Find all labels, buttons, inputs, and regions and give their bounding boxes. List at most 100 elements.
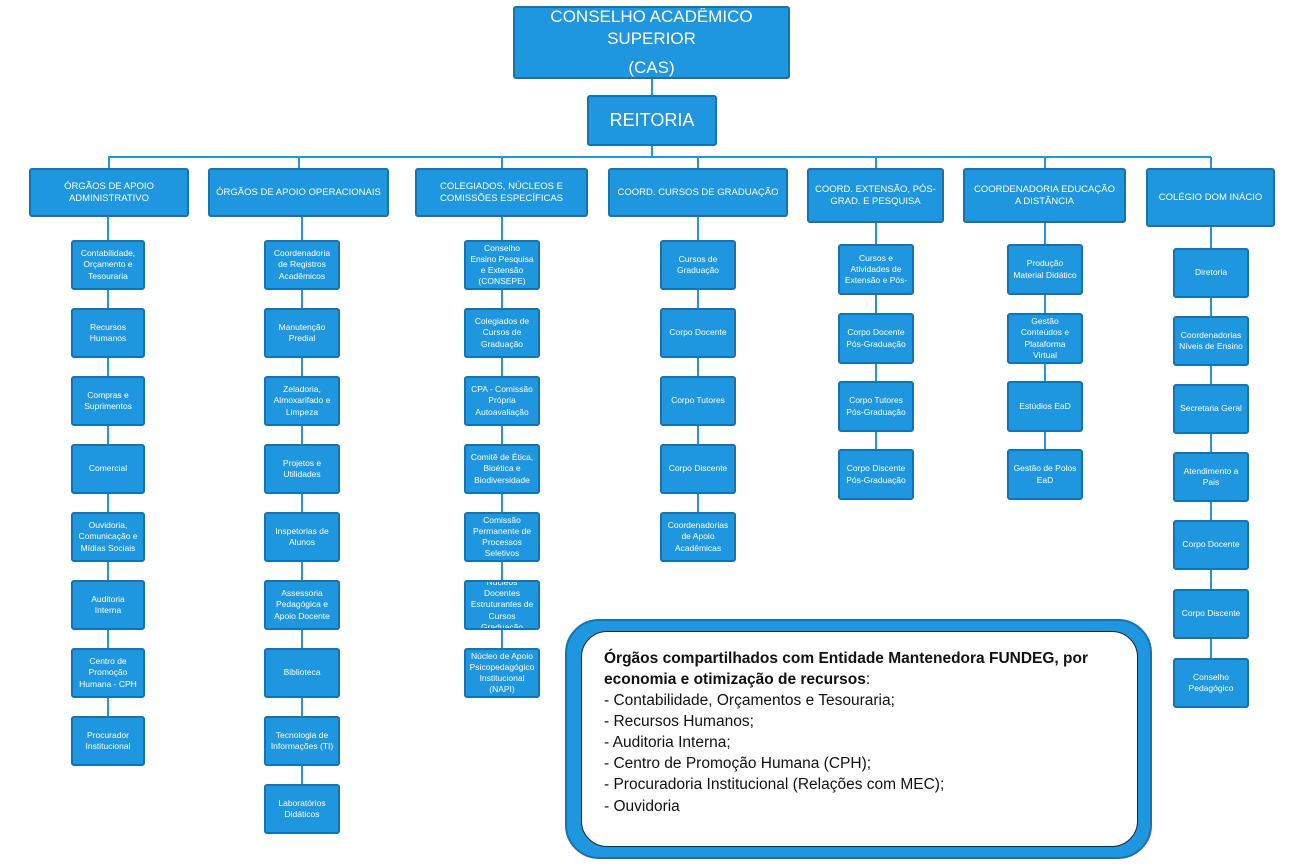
unit-label: Coordenadorias Níveis de Ensino [1179, 329, 1243, 351]
unit-box: Auditoria Interna [71, 580, 145, 630]
department-header: COORD. CURSOS DE GRADUAÇÃO [608, 168, 788, 217]
unit-box: Procurador Institucional [71, 716, 145, 766]
note-item: - Ouvidoria [604, 797, 680, 815]
council-line-3: (CAS) [628, 57, 675, 77]
unit-label: Cursos de Graduação [676, 253, 720, 275]
unit-label: Coordenadoria de Registros Acadêmicos [273, 248, 331, 281]
unit-label: Centro de Promoção Humana - CPH [79, 656, 137, 689]
unit-label: Corpo Docente [1182, 539, 1240, 550]
unit-box: Manutenção Predial [264, 308, 340, 358]
unit-label: Gestão de Polos EaD [1013, 463, 1077, 485]
unit-label: Corpo Discente Pós-Graduação [846, 463, 906, 485]
department-title: COORD. CURSOS DE GRADUAÇÃO [617, 186, 779, 198]
unit-box: Produção Material Didático [1007, 244, 1083, 295]
unit-label: Núcleo de Apoio Psicopedagógico Instituc… [469, 650, 535, 695]
unit-box: Projetos e Utilidades [264, 444, 340, 494]
shared-organs-note-body: Órgãos compartilhados com Entidade Mante… [581, 631, 1138, 847]
unit-box: Colegiados de Cursos de Graduação [464, 308, 540, 358]
unit-box: Biblioteca [264, 648, 340, 698]
unit-label: Manutenção Predial [278, 321, 326, 343]
department-title: COLÉGIO DOM INÁCIO [1158, 191, 1263, 203]
unit-label: Tecnologia de Informações (TI) [270, 729, 334, 751]
unit-box: Coordenadorias Níveis de Ensino [1173, 316, 1249, 366]
unit-box: Atendimento a Pais [1173, 452, 1249, 502]
unit-box: Conselho Pedagógico [1173, 658, 1249, 708]
unit-box: Compras e Suprimentos [71, 376, 145, 426]
unit-label: Gestão Conteúdos e Plataforma Virtual [1020, 316, 1070, 360]
unit-box: Corpo Discente [1173, 589, 1249, 639]
unit-box: Laboratórios Didáticos [264, 784, 340, 834]
unit-box: Corpo Tutores Pós-Graduação [838, 381, 914, 432]
unit-box: Contabilidade, Orçamento e Tesouraria [71, 240, 145, 290]
department-header: ÓRGÃOS DE APOIO OPERACIONAIS [208, 168, 389, 217]
unit-label: Comercial [88, 463, 128, 474]
unit-box: Gestão Conteúdos e Plataforma Virtual [1007, 313, 1083, 364]
unit-label: Auditoria Interna [91, 593, 125, 615]
unit-box: Comercial [71, 444, 145, 494]
department-title: ÓRGÃOS DE APOIO OPERACIONAIS [216, 186, 381, 198]
unit-box: Cursos de Graduação [660, 240, 736, 290]
council-line-1: CONSELHO ACADÊMICO [550, 7, 753, 27]
unit-label: Biblioteca [283, 667, 321, 678]
unit-label: Corpo Discente [668, 463, 728, 474]
note-item: - Procuradoria Institucional (Relações c… [604, 776, 945, 794]
department-header: ÓRGÃOS DE APOIO ADMINISTRATIVO [29, 168, 189, 217]
unit-box: Secretaria Geral [1173, 384, 1249, 434]
unit-label: Compras e Suprimentos [84, 389, 132, 411]
unit-box: Corpo Docente Pós-Graduação [838, 313, 914, 364]
unit-label: Corpo Tutores [671, 395, 725, 406]
shared-organs-note: Órgãos compartilhados com Entidade Mante… [565, 619, 1152, 859]
unit-box: Recursos Humanos [71, 308, 145, 358]
unit-box: Tecnologia de Informações (TI) [264, 716, 340, 766]
note-item: - Recursos Humanos; [604, 713, 754, 731]
unit-label: Zeladoria, Almoxarifado e Limpeza [273, 384, 331, 417]
unit-label: Atendimento a Pais [1183, 465, 1239, 487]
unit-box: Núcleos Docentes Estruturantes de Cursos… [464, 580, 540, 630]
unit-box: Ouvidoria, Comunicação e Mídias Sociais [71, 512, 145, 562]
unit-label: Corpo Discente [1181, 608, 1241, 619]
rectory-box: REITORIA [587, 95, 717, 146]
unit-label: Procurador Institucional [85, 729, 131, 751]
unit-box: Corpo Discente Pós-Graduação [838, 449, 914, 500]
unit-label: Ouvidoria, Comunicação e Mídias Sociais [78, 520, 138, 553]
unit-label: Cursos e Atividades de Extensão e Pós- [844, 252, 908, 286]
unit-label: CPA - Comissão Própria Autoavaliação [471, 384, 533, 417]
department-title: COLEGIADOS, NÚCLEOS E COMISSÕES ESPECÍFI… [439, 180, 563, 204]
unit-box: Comissão Permanente de Processos Seletiv… [464, 512, 540, 562]
unit-box: Corpo Tutores [660, 376, 736, 426]
rectory-label: REITORIA [609, 110, 695, 131]
unit-label: Contabilidade, Orçamento e Tesouraria [80, 248, 136, 281]
unit-label: Colegiados de Cursos de Graduação [474, 316, 530, 349]
unit-label: Núcleos Docentes Estruturantes de Cursos… [470, 580, 534, 630]
unit-label: Recursos Humanos [89, 321, 127, 343]
department-title: COORDENADORIA EDUCAÇÃO A DISTÂNCIA [974, 183, 1115, 207]
unit-box: Corpo Discente [660, 444, 736, 494]
unit-label: Diretoria [1194, 267, 1228, 278]
unit-label: Secretaria Geral [1180, 403, 1242, 414]
unit-label: Corpo Tutores Pós-Graduação [846, 395, 906, 417]
unit-box: Centro de Promoção Humana - CPH [71, 648, 145, 698]
unit-label: Corpo Docente Pós-Graduação [846, 327, 906, 349]
council-line-2: SUPERIOR [607, 29, 696, 49]
unit-label: Estúdios EaD [1019, 400, 1071, 411]
unit-label: Assessoria Pedagógica e Apoio Docente [274, 588, 330, 621]
unit-label: Produção Material Didático [1013, 258, 1077, 280]
unit-box: Assessoria Pedagógica e Apoio Docente [264, 580, 340, 630]
department-title: COORD. EXTENSÃO, PÓS-GRAD. E PESQUISA [815, 183, 936, 207]
unit-label: Comitê de Ética, Bioética e Biodiversida… [470, 452, 534, 485]
unit-label: Projetos e Utilidades [282, 457, 322, 479]
unit-label: Coordenadorias de Apoio Acadêmicas [667, 520, 729, 553]
unit-box: Coordenadoria de Registros Acadêmicos [264, 240, 340, 290]
note-item: - Contabilidade, Orçamentos e Tesouraria… [604, 692, 895, 710]
unit-label: Conselho Pedagógico [1188, 671, 1234, 693]
unit-box: Estúdios EaD [1007, 381, 1083, 432]
unit-label: Comissão Permanente de Processos Seletiv… [472, 514, 532, 559]
department-header: COLEGIADOS, NÚCLEOS E COMISSÕES ESPECÍFI… [415, 168, 588, 217]
unit-box: Inspetorias de Alunos [264, 512, 340, 562]
department-header: COLÉGIO DOM INÁCIO [1146, 168, 1275, 227]
unit-box: CPA - Comissão Própria Autoavaliação [464, 376, 540, 426]
note-item: - Centro de Promoção Humana (CPH); [604, 755, 872, 773]
unit-label: Corpo Docente [669, 327, 727, 338]
unit-label: Inspetorias de Alunos [275, 525, 329, 547]
department-title: ÓRGÃOS DE APOIO ADMINISTRATIVO [64, 180, 154, 204]
